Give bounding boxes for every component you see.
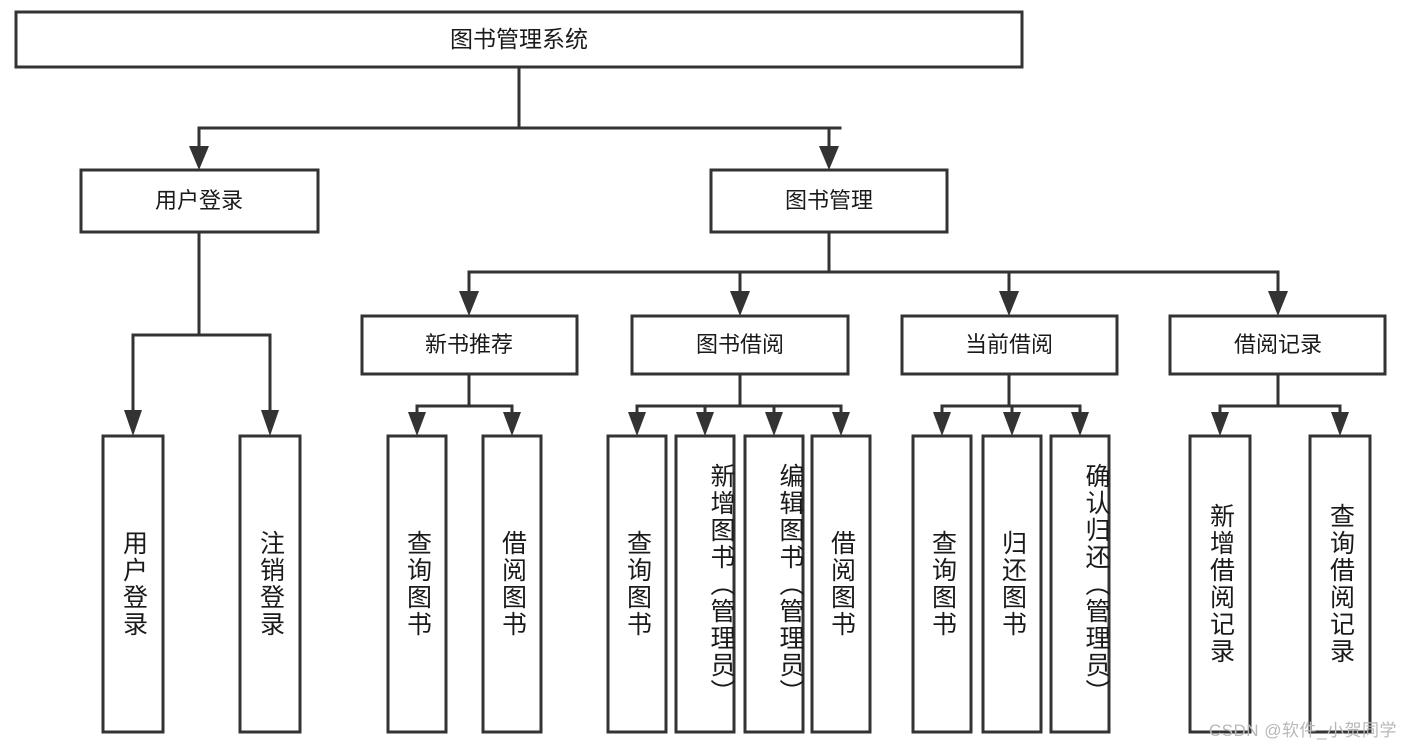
leaf-box[interactable] [238, 434, 302, 734]
node-root-system[interactable]: 图书管理系统 [14, 10, 1024, 69]
connector-bookmgmt-to-level3 [459, 230, 1288, 316]
node-root-label: 图书管理系统 [450, 26, 588, 52]
node-borrow-records[interactable]: 借阅记录 [1168, 314, 1387, 376]
leaf-box[interactable] [101, 434, 165, 734]
node-current-borrow-label: 当前借阅 [965, 332, 1053, 357]
leaf-box[interactable] [674, 434, 736, 734]
leaf-box[interactable] [1188, 434, 1252, 734]
node-current-borrow[interactable]: 当前借阅 [900, 314, 1119, 376]
node-new-book-recommend[interactable]: 新书推荐 [360, 314, 579, 376]
connector-borrow-to-leaves [628, 372, 850, 436]
node-book-borrow[interactable]: 图书借阅 [630, 314, 850, 376]
leaf-box[interactable] [481, 434, 543, 734]
leaf-box[interactable] [606, 434, 668, 734]
leaf-box[interactable] [911, 434, 973, 734]
connector-root-to-level2 [189, 65, 842, 170]
node-user-login[interactable]: 用户登录 [79, 168, 320, 234]
leaf-box[interactable] [1308, 434, 1372, 734]
node-new-book-recommend-label: 新书推荐 [425, 332, 513, 357]
leaf-box[interactable] [386, 434, 448, 734]
node-book-management-label: 图书管理 [785, 188, 873, 213]
node-book-borrow-label: 图书借阅 [696, 332, 784, 357]
connector-newbook-to-leaves [408, 372, 521, 436]
connector-userlogin-to-leaves [124, 230, 279, 436]
connector-current-to-leaves [933, 372, 1089, 436]
leaf-box[interactable] [1049, 434, 1111, 734]
node-book-management[interactable]: 图书管理 [709, 168, 949, 234]
connector-records-to-leaves [1211, 372, 1349, 436]
leaf-box[interactable] [743, 434, 805, 734]
node-user-login-label: 用户登录 [155, 188, 243, 213]
node-borrow-records-label: 借阅记录 [1234, 332, 1322, 357]
leaf-box[interactable] [810, 434, 872, 734]
leaf-boxes [101, 434, 1372, 734]
leaf-box[interactable] [981, 434, 1043, 734]
csdn-watermark: CSDN @软件_小贺同学 [1208, 721, 1397, 740]
